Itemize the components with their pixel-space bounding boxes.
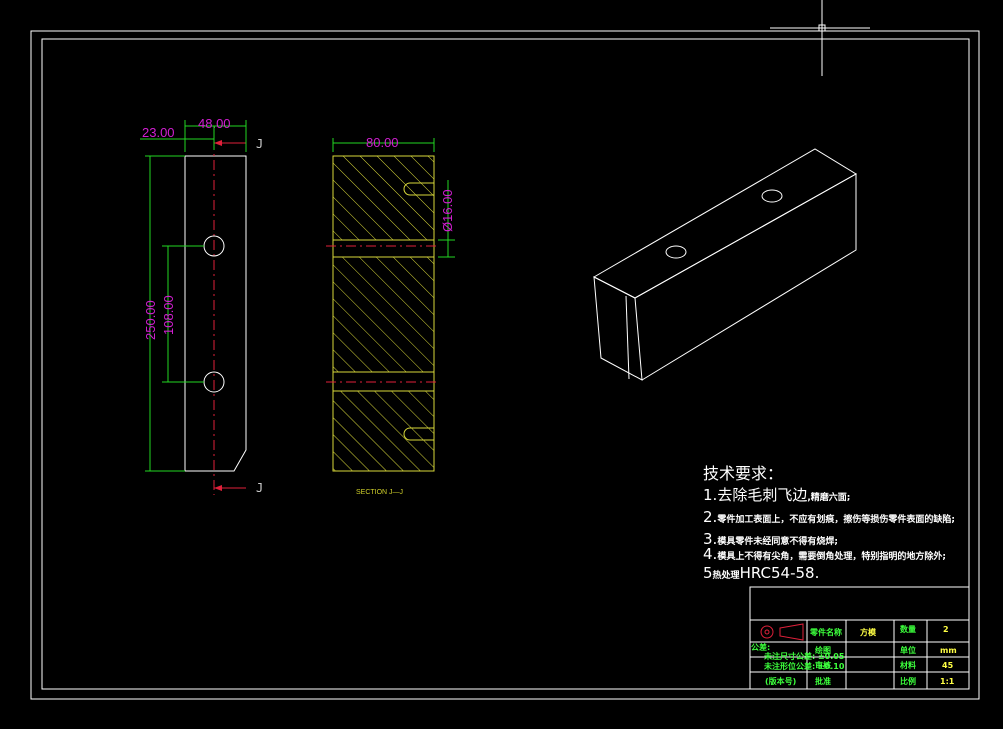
section-hatch-bottom	[333, 391, 434, 471]
material-label: 材料	[900, 660, 916, 670]
dimension-hole-diameter	[438, 180, 455, 258]
title-block-grid	[749, 586, 970, 690]
cut-label-bottom: J	[256, 481, 263, 495]
crosshair-cursor-icon[interactable]	[770, 0, 870, 76]
note-4: 4.模具上不得有尖角，需要倒角处理，特别指明的地方除外;	[703, 545, 946, 563]
front-view[interactable]: J J 48.00 23.00 250.00 108.00	[140, 116, 263, 495]
part-name-label: 零件名称	[809, 627, 842, 637]
part-name-value: 方模	[860, 627, 877, 637]
scale-label: 比例	[900, 676, 916, 686]
note-3: 3.模具零件未经同意不得有烧焊;	[703, 530, 838, 548]
dimension-hole-spacing-text: 108.00	[161, 295, 176, 335]
title-block[interactable]: 零件名称 方模 数量 2 公差: 未注尺寸公差: ±0.05 未注形位公差: ±…	[749, 586, 970, 690]
dimension-hole-spacing	[162, 245, 204, 383]
note-2: 2.零件加工表面上，不应有划痕，擦伤等损伤零件表面的缺陷;	[703, 508, 955, 526]
qty-value: 2	[943, 625, 949, 634]
tolerance-line-1: 未注尺寸公差: ±0.05	[763, 651, 845, 661]
material-value: 45	[942, 661, 954, 670]
cut-label-top: J	[256, 137, 263, 151]
projection-symbol-icon	[760, 623, 804, 641]
unit-label: 单位	[900, 645, 916, 655]
dimension-width-top-text: 48.00	[198, 116, 231, 131]
dimension-height-total	[145, 155, 185, 472]
section-hatch-top	[333, 156, 434, 240]
dimension-hole-diameter-text: Ø16.00	[440, 189, 455, 232]
section-centerlines	[326, 245, 440, 383]
section-view[interactable]: SECTION J—J 80.00 Ø16.00	[326, 135, 455, 496]
section-hatch-middle	[333, 257, 434, 372]
iso-top-face	[592, 148, 857, 299]
iso-front-face	[593, 276, 643, 381]
dimension-width-top	[184, 120, 247, 152]
approve-label: 批准	[815, 676, 831, 686]
technical-notes: 技术要求： 1.去除毛刺飞边,精磨六面; 2.零件加工表面上，不应有划痕，擦伤等…	[703, 464, 955, 582]
isometric-view[interactable]	[592, 148, 857, 381]
draw-label: 绘图	[815, 645, 831, 655]
iso-hole-right	[761, 189, 783, 203]
unit-value: mm	[940, 646, 957, 655]
tolerance-line-2: 未注形位公差: ±0.10	[763, 661, 845, 671]
dimension-section-width-text: 80.00	[366, 135, 399, 150]
iso-side-face	[634, 173, 857, 381]
note-5: 5热处理HRC54-58.	[703, 564, 819, 582]
qty-label: 数量	[900, 624, 916, 634]
iso-hole-left	[665, 245, 687, 259]
dimension-height-total-text: 250.00	[143, 300, 158, 340]
front-view-outline	[184, 155, 247, 472]
check-label: 审核	[815, 660, 831, 670]
note-1: 1.去除毛刺飞边,精磨六面;	[703, 486, 850, 504]
section-outline	[332, 155, 435, 472]
tolerance-label: 公差:	[751, 642, 770, 652]
notes-title: 技术要求：	[703, 464, 783, 483]
dimension-offset-left	[140, 126, 215, 150]
dimension-section-width	[332, 138, 435, 152]
outer-frame	[30, 30, 980, 700]
scale-value: 1:1	[940, 677, 955, 686]
cut-line-bottom	[214, 485, 246, 491]
cut-line-top	[214, 140, 246, 146]
inner-frame	[41, 38, 970, 690]
drawing-number: (版本号)	[765, 676, 796, 686]
dimension-offset-left-text: 23.00	[142, 125, 175, 140]
section-caption: SECTION J—J	[356, 489, 403, 496]
